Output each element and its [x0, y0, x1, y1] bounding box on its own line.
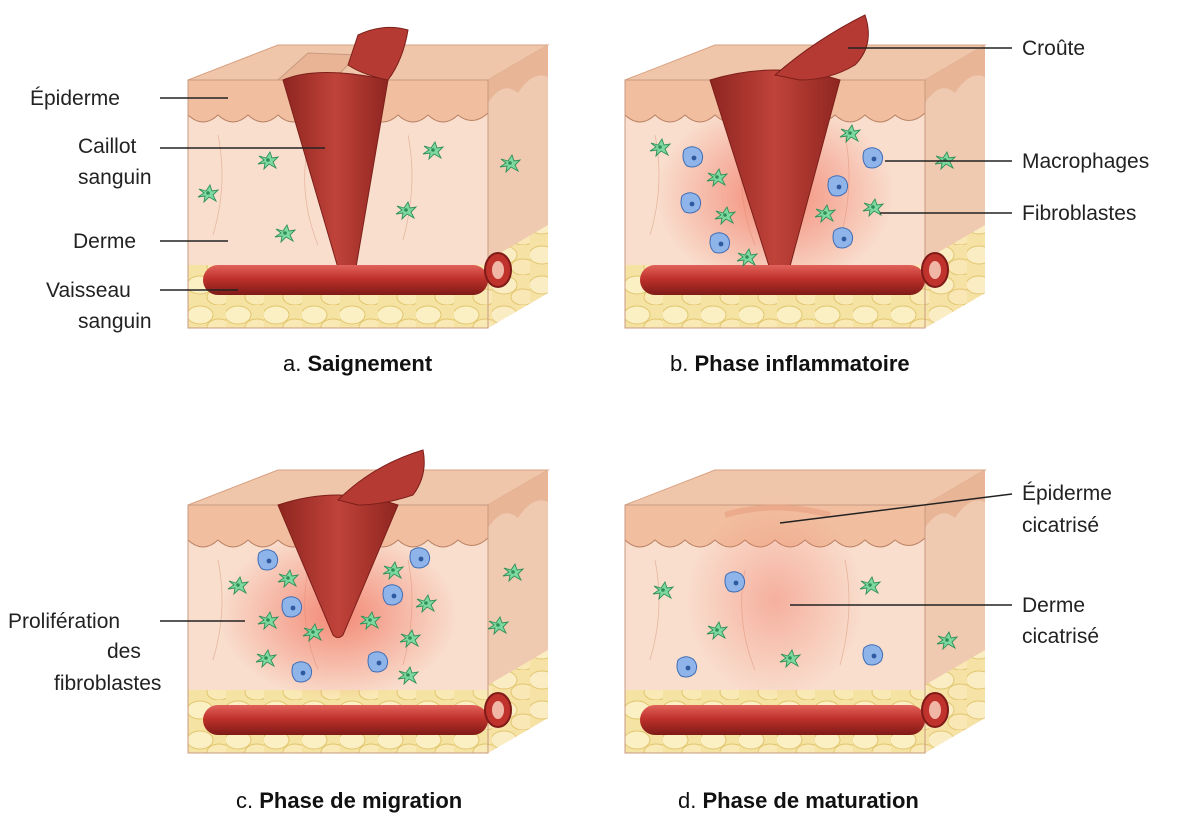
label-epiderme-text: Épiderme: [30, 87, 120, 110]
label-caillot-line2: sanguin: [78, 166, 152, 189]
caption-a: a. Saignement: [283, 351, 433, 376]
label-derme-cicatrise-line1: Derme: [1022, 594, 1085, 617]
caption-c: c. Phase de migration: [236, 788, 462, 813]
panel-d: [625, 470, 985, 753]
panel-a: [188, 27, 548, 328]
label-caillot-line1: Caillot: [78, 135, 137, 158]
label-derme-text: Derme: [73, 230, 136, 253]
label-proliferation-line3: fibroblastes: [54, 672, 161, 695]
caption-d: d. Phase de maturation: [678, 788, 919, 813]
label-epiderme-cicatrise-line1: Épiderme: [1022, 482, 1112, 505]
label-proliferation-line1: Prolifération: [8, 610, 120, 633]
panel-c: [188, 450, 548, 753]
panel-b: [625, 15, 985, 328]
label-macrophages-text: Macrophages: [1022, 150, 1149, 173]
label-fibroblastes-text: Fibroblastes: [1022, 202, 1136, 225]
blood-vessel: [203, 265, 488, 295]
label-vaisseau-line1: Vaisseau: [46, 279, 131, 302]
label-epiderme-cicatrise-line2: cicatrisé: [1022, 514, 1099, 537]
label-vaisseau-line2: sanguin: [78, 310, 152, 333]
label-croute-text: Croûte: [1022, 37, 1085, 60]
label-derme-cicatrise-line2: cicatrisé: [1022, 625, 1099, 648]
caption-b: b. Phase inflammatoire: [670, 351, 910, 376]
label-proliferation-line2: des: [107, 640, 141, 663]
